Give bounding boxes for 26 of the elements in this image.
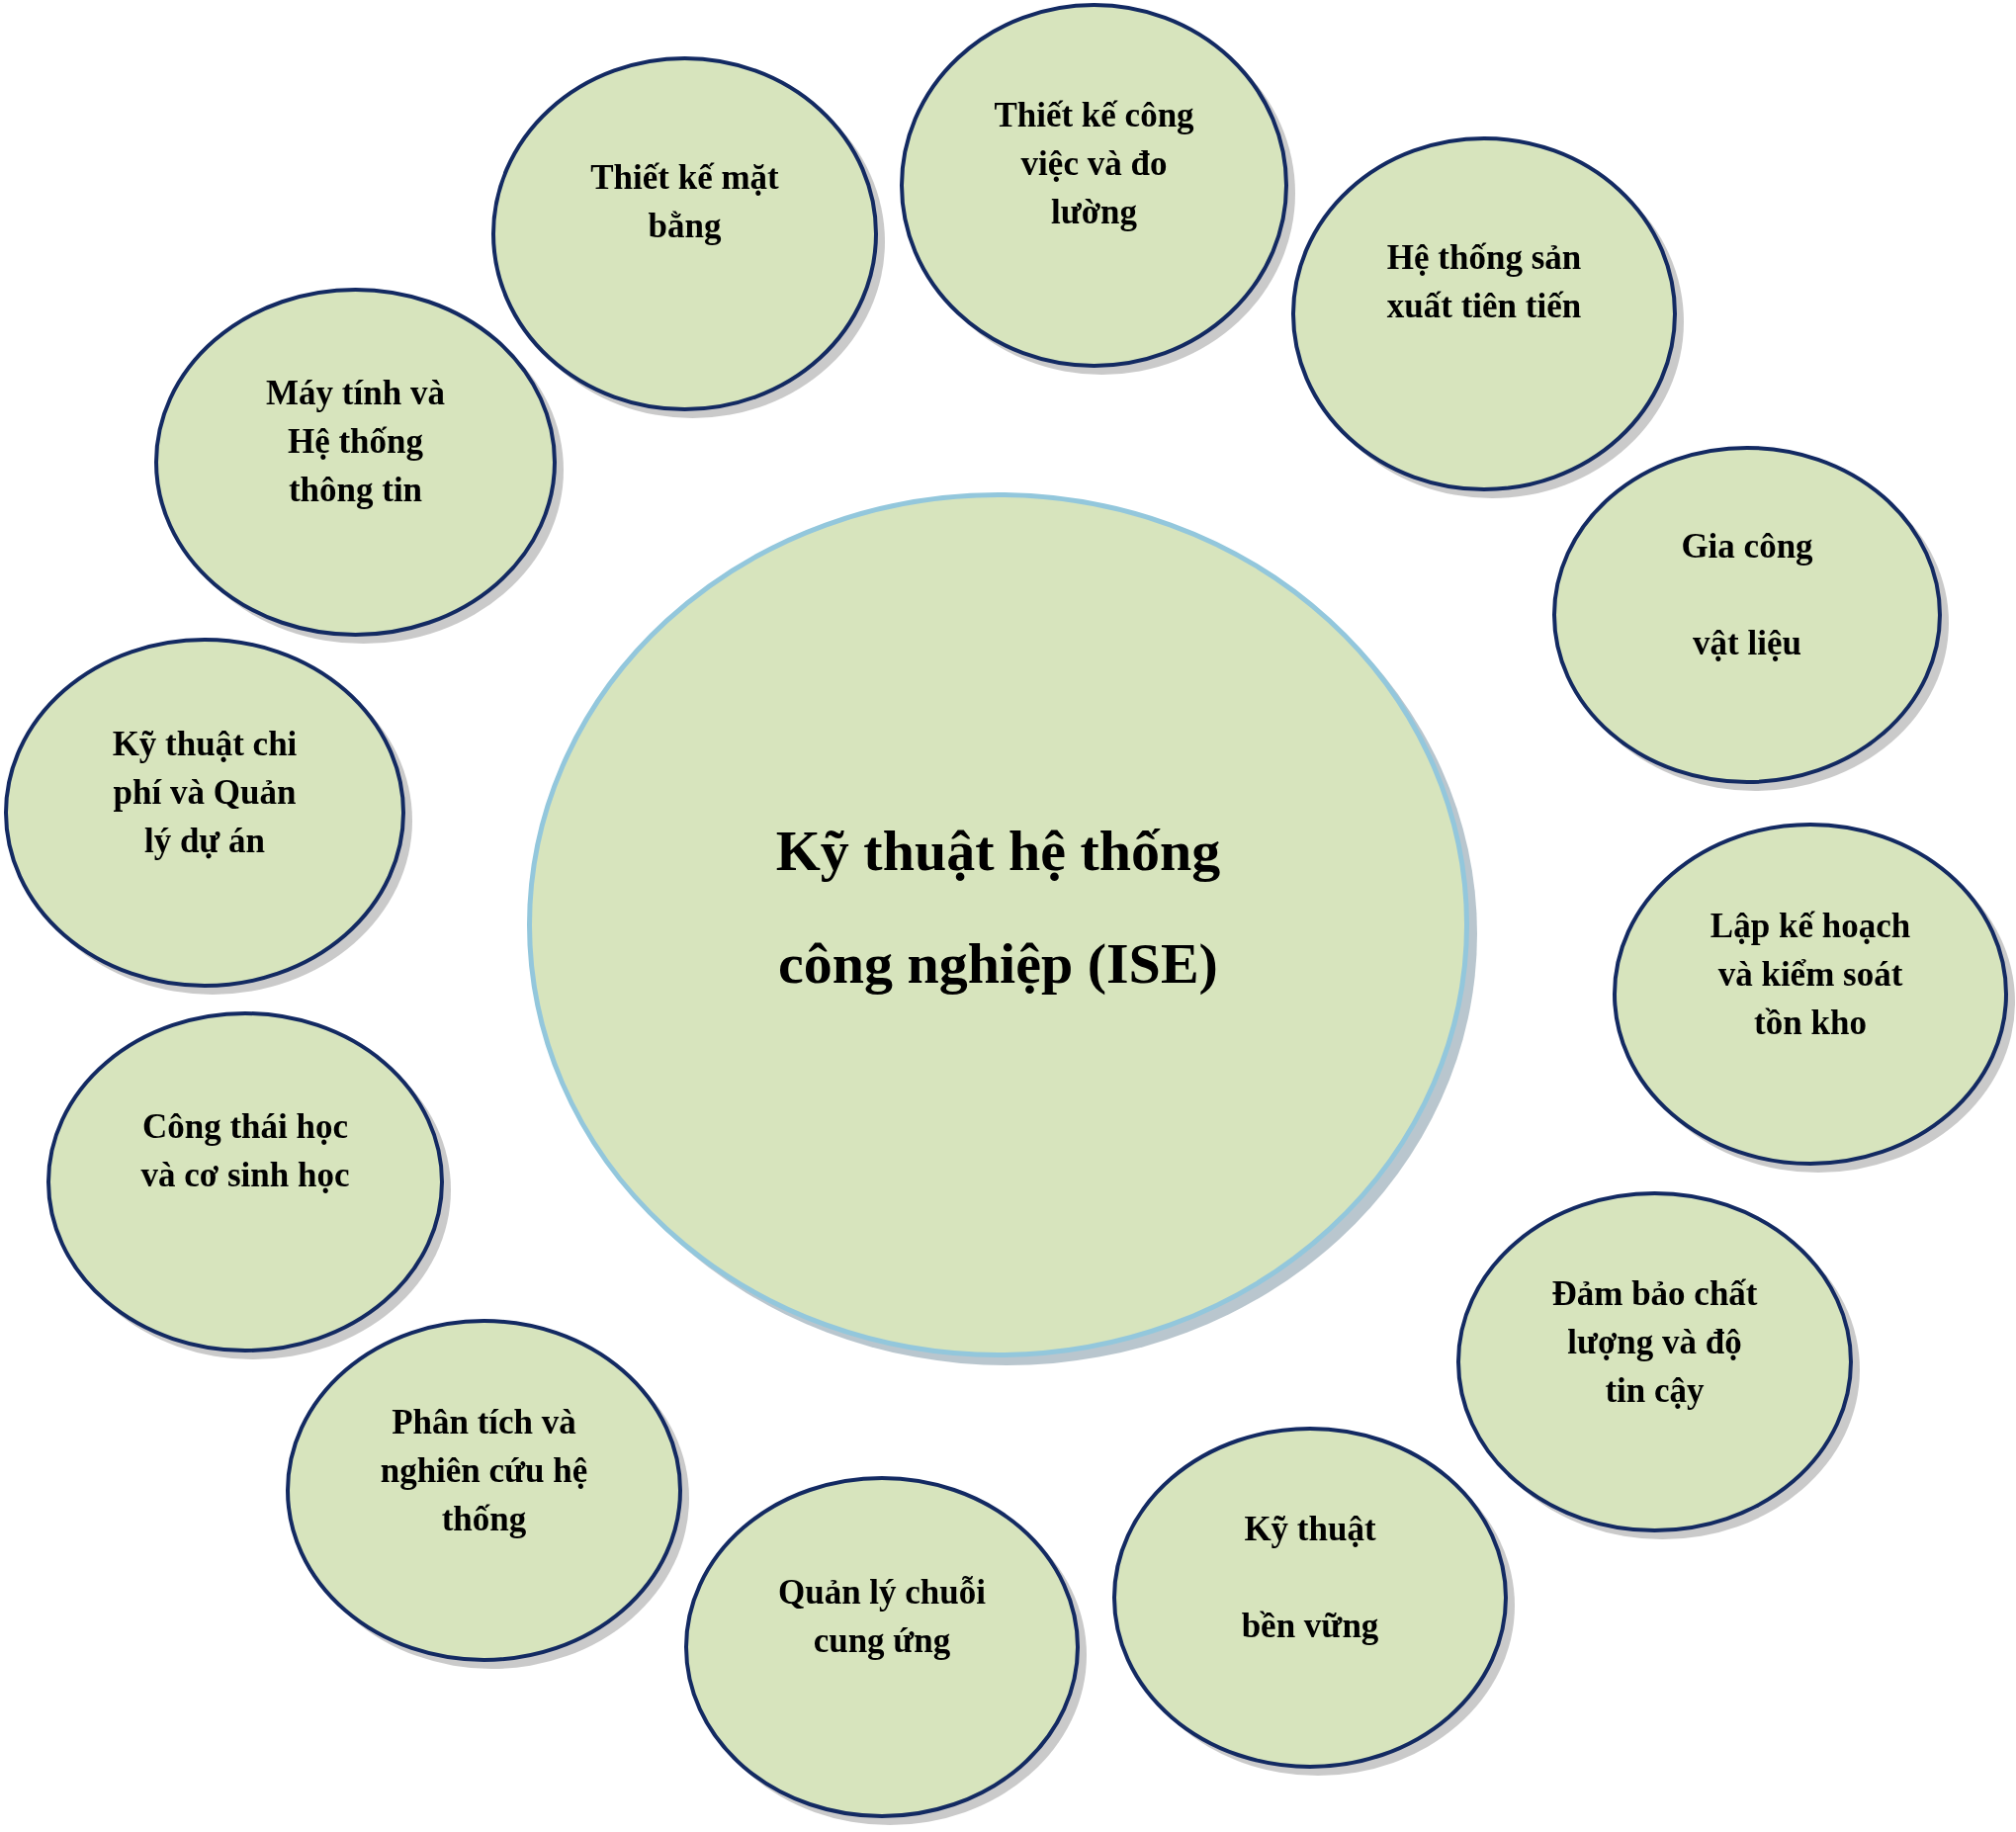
topic-circle [684,1476,1088,1826]
topic-label: Hệ thống sản xuất tiên tiến [1386,237,1582,328]
topic-circle [46,1011,452,1360]
topic-label: Gia công vật liệu [1681,525,1813,664]
topic-circle [491,56,886,419]
central-topic-circle [527,492,1478,1366]
topic-label: Đảm bảo chất lượng và độ tin cậy [1551,1272,1758,1412]
topic-circle [1552,446,1950,792]
topic-circle [1613,823,2016,1174]
topic-label: Phân tích và nghiên cứu hệ thống [380,1401,588,1540]
central-topic-title: Kỹ thuật hệ thống công nghiệp (ISE) [775,818,1221,998]
topic-label: Quản lý chuỗi cung ứng [777,1571,987,1662]
topic-label: Lập kế hoạch và kiểm soát tồn kho [1709,905,1911,1044]
topic-label: Kỹ thuật chi phí và Quản lý dự án [112,723,298,862]
topic-circle [1456,1191,1861,1540]
topic-circle [154,288,565,645]
topic-circle [1112,1427,1516,1777]
topic-label: Thiết kế công việc và đo lường [994,94,1194,233]
topic-circle [4,638,413,996]
topic-label: Máy tính và Hệ thống thông tin [266,372,445,511]
topic-label: Công thái học và cơ sinh học [140,1106,350,1197]
topic-label: Kỹ thuật bền vững [1241,1508,1379,1647]
topic-label: Thiết kế mặt bằng [590,157,779,248]
topic-circle [1291,136,1685,499]
topic-circle [286,1319,690,1670]
topic-circle [900,3,1296,376]
